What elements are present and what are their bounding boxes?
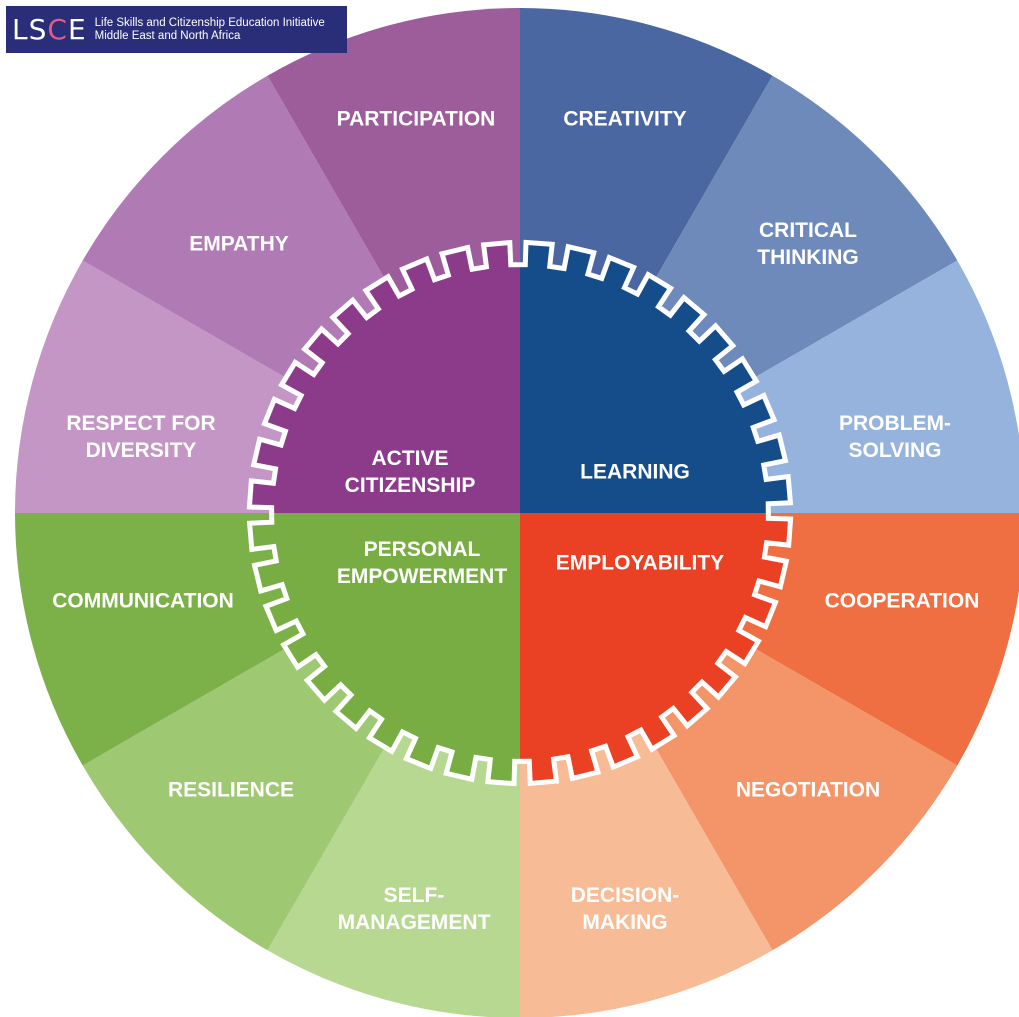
skill-problem-solving-label: PROBLEM- — [839, 412, 951, 435]
core-personal-empowerment-label: EMPOWERMENT — [337, 565, 508, 588]
skill-respect-for-diversity-label: RESPECT FOR — [66, 412, 215, 435]
skill-problem-solving-label: SOLVING — [849, 439, 942, 462]
lsce-logo-text: Life Skills and Citizenship Education In… — [95, 17, 325, 43]
lsce-logo-mark: LSCE — [12, 12, 87, 46]
skill-self-management-label: MANAGEMENT — [338, 911, 491, 934]
logo-line-2: Middle East and North Africa — [94, 29, 241, 42]
skill-decision-making-label: DECISION- — [571, 884, 680, 907]
skill-critical-thinking-label: THINKING — [757, 246, 859, 269]
skill-decision-making-label: MAKING — [582, 911, 667, 934]
core-active-citizenship-label: CITIZENSHIP — [345, 474, 476, 497]
lsce-logo: LSCE Life Skills and Citizenship Educati… — [6, 6, 347, 53]
core-employability-label: EMPLOYABILITY — [556, 552, 724, 575]
skill-respect-for-diversity-label: DIVERSITY — [86, 439, 197, 462]
core-personal-empowerment-label: PERSONAL — [364, 538, 481, 561]
skill-empathy-label: EMPATHY — [189, 233, 289, 256]
core-active-citizenship — [252, 245, 520, 513]
skill-critical-thinking-label: CRITICAL — [759, 219, 857, 242]
core-active-citizenship-label: ACTIVE — [371, 447, 448, 470]
core-personal-empowerment — [252, 513, 520, 781]
skill-communication-label: COMMUNICATION — [52, 590, 234, 613]
core-employability — [520, 513, 788, 781]
skill-creativity-label: CREATIVITY — [563, 108, 686, 131]
skill-participation-label: PARTICIPATION — [337, 108, 496, 131]
wheel-labels: CREATIVITY CRITICAL THINKING PROBLEM- SOLVIN… — [52, 108, 979, 934]
core-learning — [520, 245, 788, 513]
core-quadrants — [252, 245, 788, 781]
skill-resilience-label: RESILIENCE — [168, 779, 294, 802]
skill-cooperation-label: COOPERATION — [825, 590, 980, 613]
core-learning-label: LEARNING — [580, 461, 690, 484]
skill-negotiation-label: NEGOTIATION — [736, 779, 880, 802]
logo-line-1: Life Skills and Citizenship Education In… — [94, 16, 325, 29]
skill-self-management-label: SELF- — [384, 884, 445, 907]
